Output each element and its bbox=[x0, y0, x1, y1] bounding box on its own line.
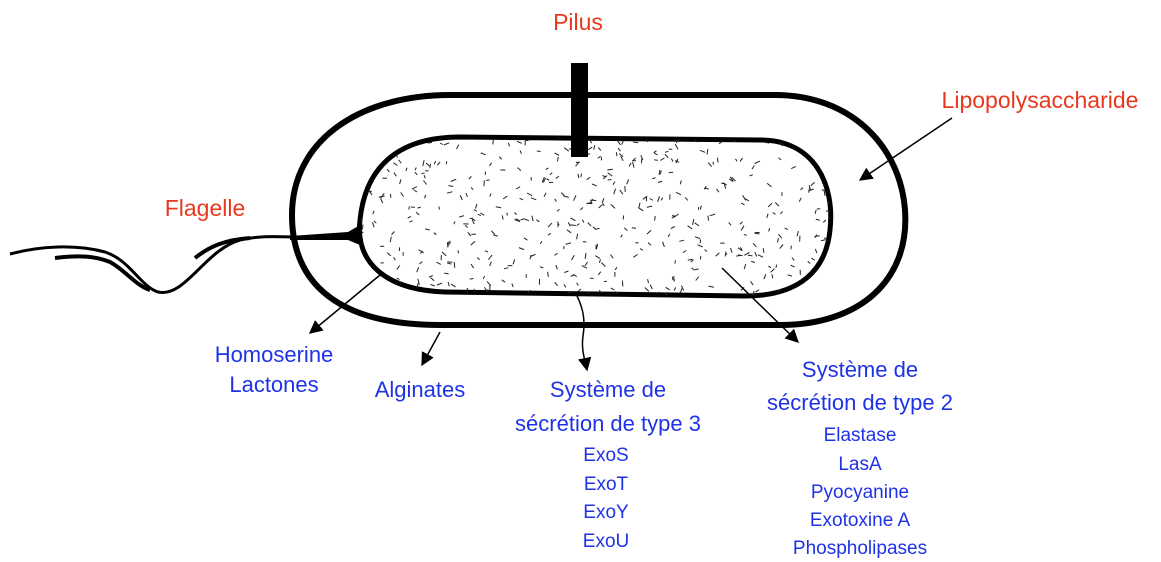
label-t2ss-title-line1: Système de bbox=[802, 357, 918, 382]
speckle bbox=[717, 158, 718, 163]
speckle bbox=[674, 276, 675, 282]
speckle bbox=[622, 281, 623, 287]
speckle bbox=[655, 216, 656, 221]
speckle bbox=[815, 236, 820, 237]
speckle bbox=[411, 207, 415, 208]
speckle bbox=[713, 162, 714, 165]
speckle bbox=[454, 262, 455, 268]
speckle bbox=[493, 140, 494, 144]
speckle bbox=[654, 160, 658, 161]
speckle bbox=[430, 164, 431, 168]
label-t3ss-item: ExoT bbox=[584, 474, 629, 495]
speckle bbox=[607, 169, 613, 170]
speckle bbox=[446, 161, 447, 164]
label-t2ss-item: Phospholipases bbox=[793, 538, 927, 559]
label-homoserine-line2: Lactones bbox=[229, 372, 318, 397]
label-t2ss-item: Elastase bbox=[824, 425, 897, 446]
label-t2ss-title-line2: sécrétion de type 2 bbox=[767, 390, 953, 415]
arrow-alginates bbox=[422, 332, 440, 365]
label-lipopolysaccharide: Lipopolysaccharide bbox=[942, 87, 1139, 113]
speckle bbox=[632, 228, 636, 229]
speckle bbox=[736, 255, 740, 256]
speckle bbox=[578, 174, 579, 178]
label-alginates: Alginates bbox=[375, 377, 466, 402]
speckle bbox=[568, 293, 571, 294]
speckle bbox=[700, 239, 701, 243]
speckle bbox=[428, 142, 432, 143]
speckle bbox=[672, 277, 673, 280]
label-t2ss-item: Exotoxine A bbox=[810, 510, 911, 531]
speckle bbox=[732, 141, 736, 142]
label-t3ss-item: ExoY bbox=[583, 502, 629, 523]
speckle bbox=[537, 151, 541, 152]
cytoplasm bbox=[359, 137, 830, 296]
label-t3ss-item: ExoS bbox=[583, 445, 628, 466]
speckle bbox=[675, 260, 676, 263]
label-pilus: Pilus bbox=[553, 9, 603, 35]
speckle bbox=[571, 225, 576, 226]
speckle bbox=[439, 206, 440, 209]
speckle bbox=[659, 170, 660, 175]
label-t2ss-item: LasA bbox=[838, 454, 882, 475]
label-t3ss-title-line2: sécrétion de type 3 bbox=[515, 411, 701, 436]
speckle bbox=[362, 225, 363, 230]
speckle bbox=[708, 216, 709, 221]
label-homoserine-line1: Homoserine bbox=[215, 342, 334, 367]
label-flagelle: Flagelle bbox=[165, 195, 246, 221]
speckle bbox=[447, 242, 448, 247]
speckle bbox=[688, 259, 693, 260]
speckle bbox=[604, 281, 607, 282]
speckle bbox=[616, 152, 617, 156]
label-t3ss-title-line1: Système de bbox=[550, 377, 666, 402]
label-t2ss-item: Pyocyanine bbox=[811, 482, 909, 503]
speckle bbox=[625, 186, 626, 192]
speckle bbox=[470, 279, 474, 280]
pilus-shape bbox=[571, 63, 588, 157]
speckle bbox=[791, 246, 792, 250]
speckle bbox=[821, 240, 825, 241]
label-t3ss-item: ExoU bbox=[583, 531, 629, 552]
speckle bbox=[390, 194, 391, 198]
speckle bbox=[458, 250, 459, 253]
